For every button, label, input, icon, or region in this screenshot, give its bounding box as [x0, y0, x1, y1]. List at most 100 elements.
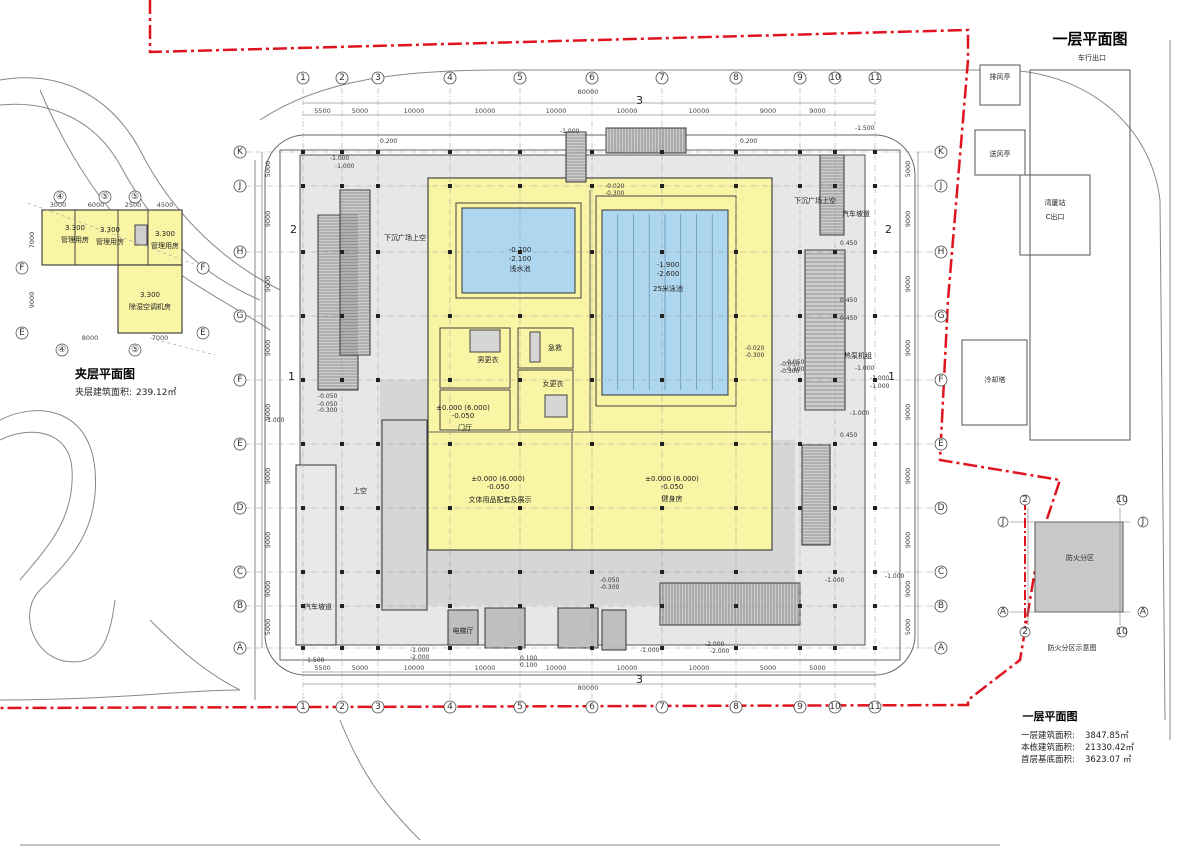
summary-label-3: 首层基底面积: [1021, 754, 1075, 765]
grid-bubble [585, 71, 599, 85]
dim-label-left: 5000 [264, 161, 272, 178]
grid-bubble [233, 179, 247, 193]
grid-bubble [934, 641, 948, 655]
column [590, 150, 594, 154]
grid-bubble [934, 309, 948, 323]
column [376, 646, 380, 650]
column [660, 442, 664, 446]
level-mark: -0.020 [745, 345, 765, 352]
column [376, 506, 380, 510]
summary-value-3: 3623.07 ㎡ [1085, 755, 1132, 765]
grid-bubble [828, 700, 842, 714]
dim-label-top: 10000 [546, 107, 567, 115]
mezz-room-name: 除湿空调机房 [129, 302, 171, 311]
column [873, 646, 877, 650]
grid-bubble-label: 1 [300, 73, 306, 83]
level-mark: -0.300 [780, 368, 800, 375]
column [873, 570, 877, 574]
bottom-total-dim: 80000 [578, 684, 599, 692]
column [340, 570, 344, 574]
level-mark: -2.000 [710, 648, 730, 655]
column [660, 378, 664, 382]
mezz-dim: 4500 [157, 201, 174, 209]
column [301, 150, 305, 154]
shallow-pool-level2: -2.100 [509, 255, 532, 263]
column [798, 150, 802, 154]
column [340, 646, 344, 650]
section-mark-right: 2 [885, 223, 892, 236]
column [340, 150, 344, 154]
grid-bubble [513, 71, 527, 85]
level-mark: 0.100 [520, 655, 537, 662]
grid-bubble [296, 700, 310, 714]
column [301, 646, 305, 650]
grid-bubble [233, 437, 247, 451]
dim-label-left: 9000 [264, 211, 272, 228]
dim-label-right: 9000 [904, 340, 912, 357]
stair-hatching [318, 128, 845, 625]
level-mark: -1.000 [855, 365, 875, 372]
fire-zone-bubble-label: J [1001, 517, 1005, 527]
level-mark: -0.050 [600, 577, 620, 584]
grid-bubble-label: 2 [339, 73, 345, 83]
fire-zone-bubble-label: J [1141, 517, 1145, 527]
grid-bubble-label: 5 [517, 702, 523, 712]
level-mark: 0.100 [520, 662, 537, 669]
mezz-room-level: 3.300 [155, 230, 175, 238]
dim-label-left: 9000 [264, 581, 272, 598]
level-mark: -1.000 [870, 383, 890, 390]
level-mark: -1.000 [560, 128, 580, 135]
column [448, 570, 452, 574]
structural-columns [301, 150, 877, 650]
column [798, 250, 802, 254]
dim-label-left: 9000 [264, 532, 272, 549]
column [448, 646, 452, 650]
retail-label: 文体用品配套及展示 [469, 495, 532, 504]
column [301, 250, 305, 254]
car-ramp-label-bl: 汽车坡道 [304, 602, 332, 611]
dim-label-left: 9000 [264, 468, 272, 485]
level-mark: 0.450 [840, 240, 857, 247]
column [873, 184, 877, 188]
grid-bubble [934, 179, 948, 193]
column [448, 506, 452, 510]
column [376, 604, 380, 608]
fire-zone-diagram [1010, 500, 1130, 635]
page-title: 一层平面图 [1052, 30, 1127, 48]
dim-label-right: 5000 [904, 619, 912, 636]
grid-bubble [233, 501, 247, 515]
mezz-dim: 8000 [82, 334, 99, 342]
supply-pavilion-label: 送风亭 [990, 149, 1011, 158]
grid-bubble-label: K [237, 147, 244, 157]
grid-bubble [934, 501, 948, 515]
mezz-grid-label: E [200, 328, 206, 338]
grid-bubble-label: C [237, 567, 243, 577]
fire-zone-bubble [997, 606, 1009, 618]
column [448, 250, 452, 254]
sunken-plaza-left: 下沉广场上空 [384, 233, 426, 242]
dim-label-bottom: 10000 [546, 664, 567, 672]
dim-label-top: 5000 [352, 107, 369, 115]
dim-label-right: 9000 [904, 581, 912, 598]
dim-label-right: 9000 [904, 276, 912, 293]
pool25-level: -1.900 [657, 261, 680, 269]
grid-bubble-label: B [237, 601, 243, 611]
column [833, 150, 837, 154]
mezzanine-plan [27, 202, 216, 356]
sunken-plaza-right: 下沉广场上空 [794, 196, 836, 205]
dim-label-bottom: 10000 [404, 664, 425, 672]
level-mark: -1.000 [330, 155, 350, 162]
summary-value-2: 21330.42㎡ [1085, 743, 1135, 753]
mezz-grid-bubble [128, 190, 142, 204]
column [590, 250, 594, 254]
level-mark: 0.450 [840, 432, 857, 439]
fire-zone-label: 防火分区 [1066, 553, 1094, 562]
dim-label-right: 9000 [904, 532, 912, 549]
mezz-room-name: 管理用房 [151, 241, 179, 250]
grid-bubble-label: 4 [447, 702, 453, 712]
column [873, 250, 877, 254]
pool25-label: 25米泳池 [653, 284, 683, 293]
summary-label-2: 本栋建筑面积: [1021, 742, 1075, 753]
level-mark: -1.000 [335, 163, 355, 170]
